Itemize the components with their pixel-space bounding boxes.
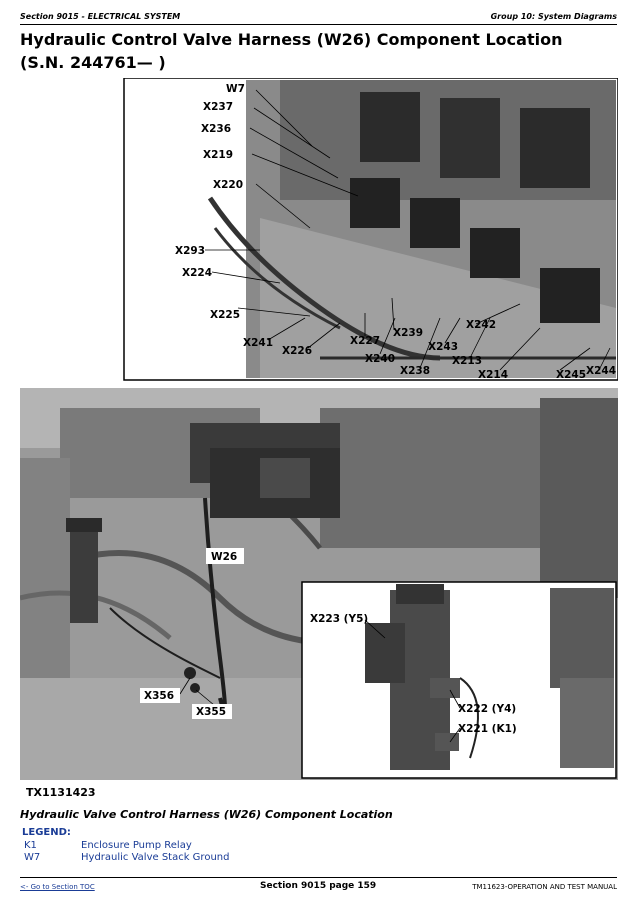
legend-desc: Enclosure Pump Relay	[81, 840, 192, 851]
callout-x244: X244	[586, 365, 616, 377]
footer-divider	[20, 877, 617, 878]
callout-x239: X239	[393, 327, 423, 339]
section-header: Section 9015 - ELECTRICAL SYSTEM	[20, 12, 181, 21]
legend-item: W7 Hydraulic Valve Stack Ground	[24, 852, 229, 863]
legend-item: K1 Enclosure Pump Relay	[24, 840, 192, 851]
legend-title: LEGEND:	[22, 827, 71, 838]
callout-x355: X355	[196, 706, 226, 718]
callout-x356: X356	[144, 690, 174, 702]
callout-x227: X227	[350, 335, 380, 347]
page-number: Section 9015 page 159	[260, 881, 377, 891]
callout-x222-y4: X222 (Y4)	[458, 703, 516, 715]
callout-w26: W26	[211, 551, 237, 563]
group-header: Group 10: System Diagrams	[490, 12, 617, 21]
callout-x243: X243	[428, 341, 458, 353]
callout-x238: X238	[400, 365, 430, 377]
callout-x221-k1: X221 (K1)	[458, 723, 517, 735]
callout-x224: X224	[182, 267, 212, 279]
page-title: Hydraulic Control Valve Harness (W26) Co…	[20, 30, 563, 72]
callout-x223-y5: X223 (Y5)	[310, 613, 368, 625]
callout-x214: X214	[478, 369, 508, 381]
callout-x241: X241	[243, 337, 273, 349]
callout-x242: X242	[466, 319, 496, 331]
manual-id: TM11623-OPERATION AND TEST MANUAL	[472, 883, 617, 891]
callout-x245: X245	[556, 369, 586, 381]
component-location-figure: W7 X237 X236 X219 X220 X293 X224 X225 X2…	[20, 78, 618, 780]
legend-code: W7	[24, 852, 41, 863]
callout-x220: X220	[213, 179, 243, 191]
callout-x236: X236	[201, 123, 231, 135]
callout-x225: X225	[210, 309, 240, 321]
legend-code: K1	[24, 840, 37, 851]
header-divider	[20, 24, 617, 25]
figure-id: TX1131423	[26, 786, 96, 799]
callout-x237: X237	[203, 101, 233, 113]
figure-caption: Hydraulic Valve Control Harness (W26) Co…	[20, 808, 393, 821]
callout-x293: X293	[175, 245, 205, 257]
callout-x240: X240	[365, 353, 395, 365]
callout-x226: X226	[282, 345, 312, 357]
legend-desc: Hydraulic Valve Stack Ground	[81, 852, 230, 863]
callout-w7: W7	[226, 83, 245, 95]
callout-x219: X219	[203, 149, 233, 161]
callout-x213: X213	[452, 355, 482, 367]
section-toc-link[interactable]: <- Go to Section TOC	[20, 883, 95, 891]
